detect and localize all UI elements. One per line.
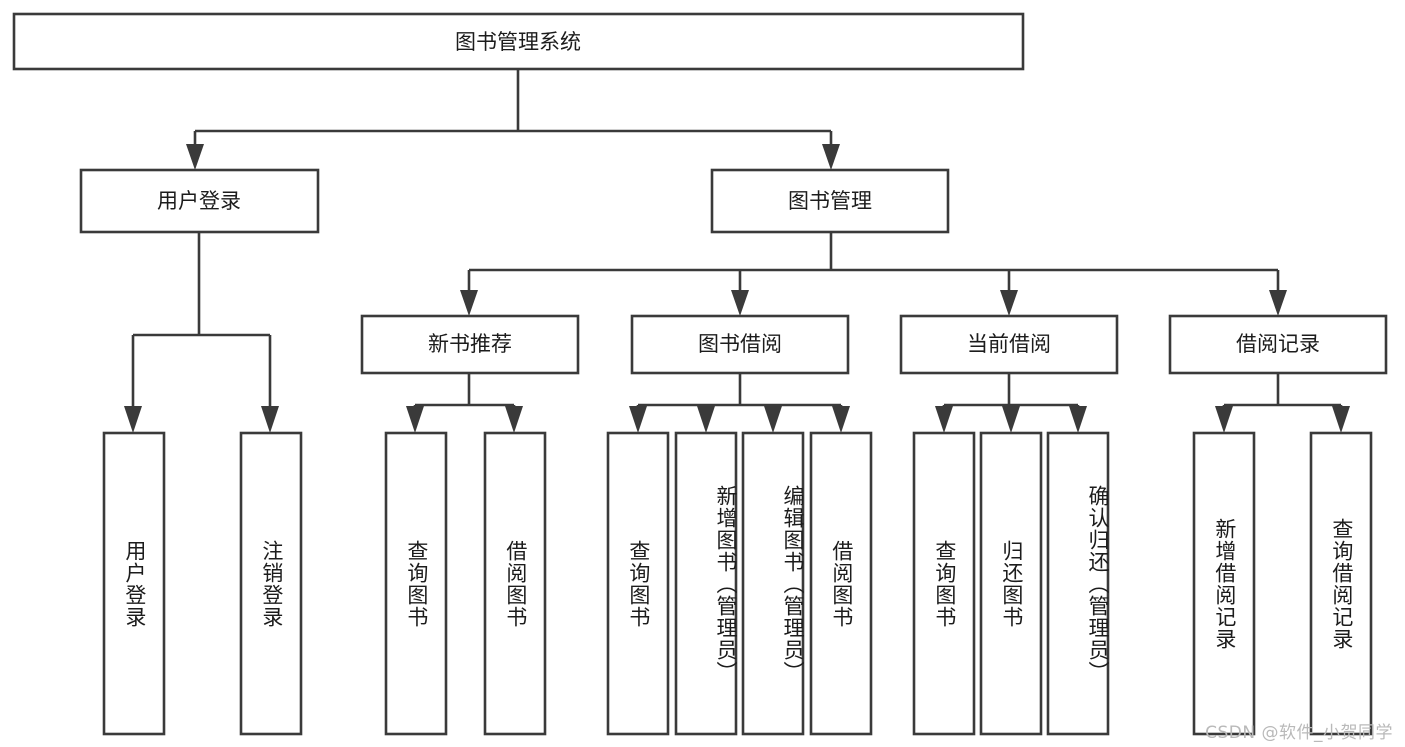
- node-current-borrow-label: 当前借阅: [967, 332, 1051, 356]
- node-user-login-label: 用户登录: [157, 189, 241, 213]
- node-book-borrow[interactable]: 图书借阅: [630, 314, 850, 375]
- leaf-box-newbook-borrow[interactable]: [483, 431, 547, 736]
- node-book-management[interactable]: 图书管理: [710, 168, 950, 234]
- leaf-box-currentborrow-confirm[interactable]: [1046, 431, 1110, 736]
- leaf-box-currentborrow-query[interactable]: [912, 431, 976, 736]
- leaf-box-currentborrow-return[interactable]: [979, 431, 1043, 736]
- node-book-management-label: 图书管理: [788, 189, 872, 213]
- node-new-book-recommend[interactable]: 新书推荐: [360, 314, 580, 375]
- connector-bookmgmt-to-level3: [460, 232, 1287, 316]
- node-current-borrow[interactable]: 当前借阅: [899, 314, 1119, 375]
- connector-userlogin-to-leaves: [124, 232, 279, 433]
- leaf-box-bookborrow-add[interactable]: [674, 431, 738, 736]
- csdn-watermark: CSDN @软件_小贺同学: [1205, 723, 1393, 743]
- node-borrow-record[interactable]: 借阅记录: [1168, 314, 1388, 375]
- node-root-system[interactable]: 图书管理系统: [12, 12, 1025, 71]
- connector-root-to-level2: [186, 69, 840, 170]
- leaf-box-bookborrow-query[interactable]: [606, 431, 670, 736]
- leaf-box-newbook-query[interactable]: [384, 431, 448, 736]
- connector-newbook-to-leaves: [406, 373, 523, 433]
- leaf-box-borrowrecord-add[interactable]: [1192, 431, 1256, 736]
- leaf-box-borrowrecord-query[interactable]: [1309, 431, 1373, 736]
- leaf-box-bookborrow-borrow[interactable]: [809, 431, 873, 736]
- leaf-box-user-login-login[interactable]: [102, 431, 166, 736]
- node-new-book-recommend-label: 新书推荐: [428, 332, 512, 356]
- node-user-login[interactable]: 用户登录: [79, 168, 320, 234]
- node-book-borrow-label: 图书借阅: [698, 332, 782, 356]
- leaf-box-user-login-logout[interactable]: [239, 431, 303, 736]
- node-borrow-record-label: 借阅记录: [1236, 332, 1320, 356]
- node-root-label: 图书管理系统: [455, 30, 581, 54]
- connector-borrowrecord-to-leaves: [1215, 373, 1350, 433]
- leaf-box-bookborrow-edit[interactable]: [741, 431, 805, 736]
- connector-currentborrow-to-leaves: [935, 373, 1087, 433]
- connector-bookborrow-to-leaves: [629, 373, 850, 433]
